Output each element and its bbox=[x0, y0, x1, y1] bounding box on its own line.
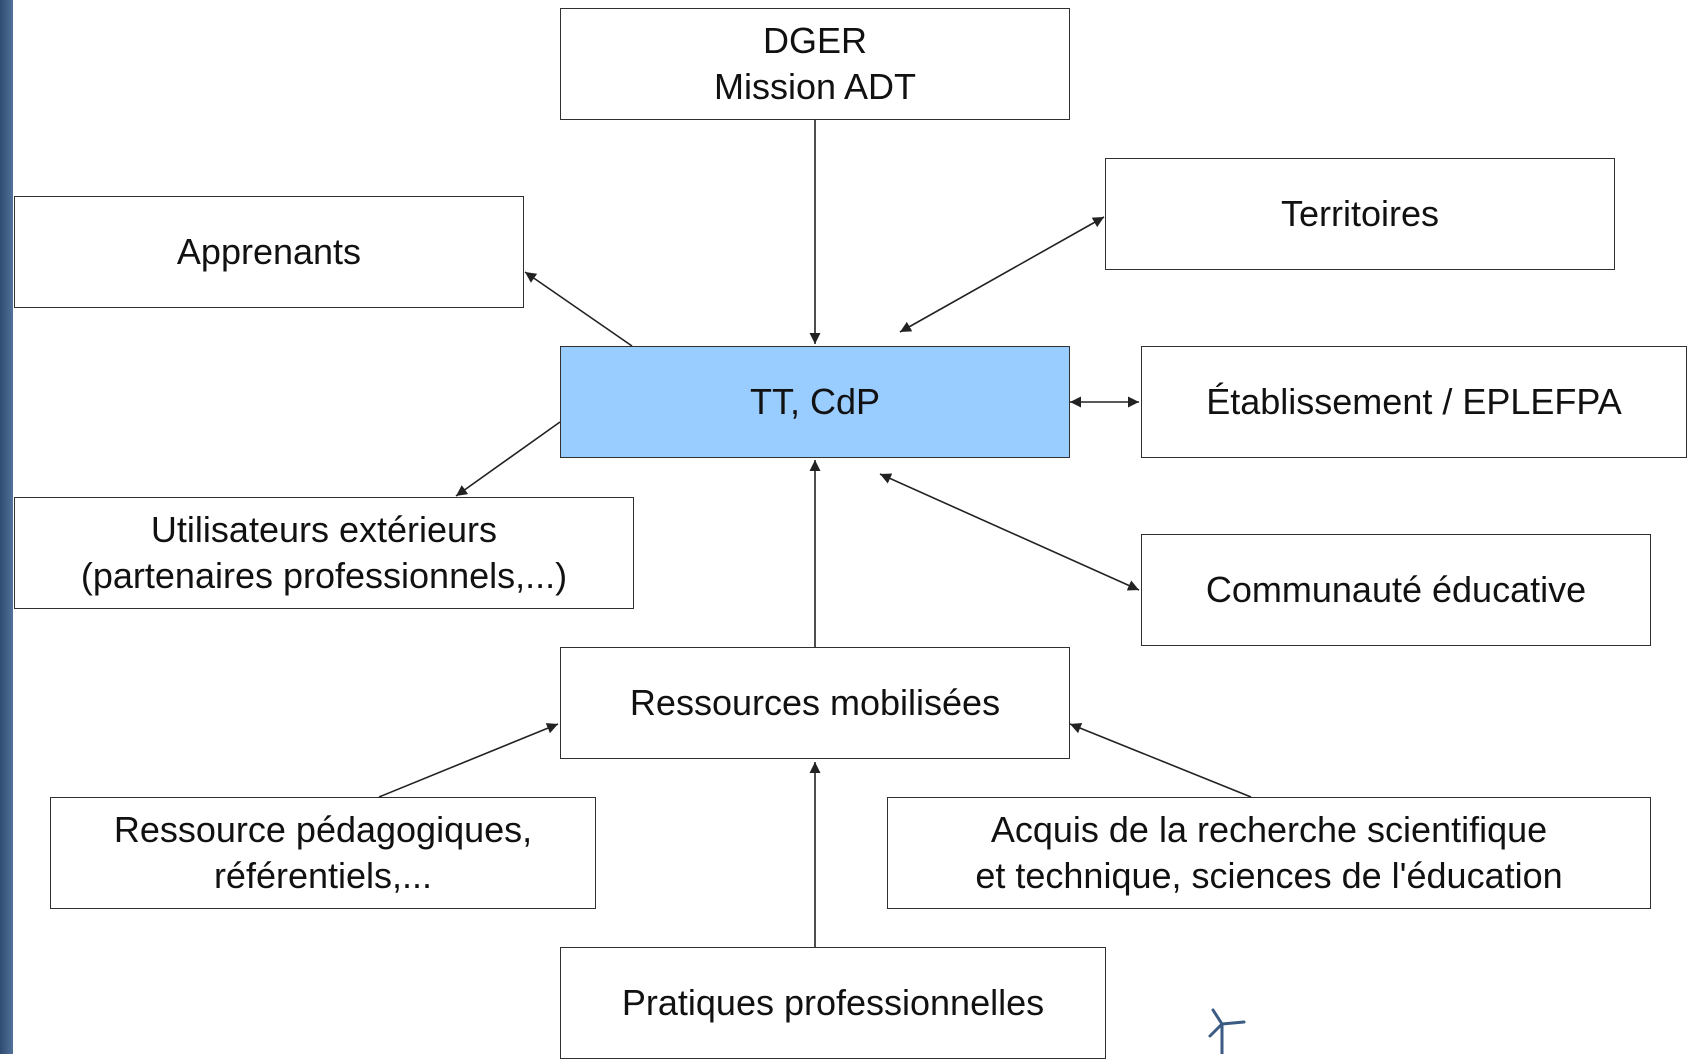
node-communaute: Communauté éducative bbox=[1141, 534, 1651, 646]
arrow-central-to-apprenants bbox=[524, 271, 633, 347]
arrow-central-territoires bbox=[899, 216, 1105, 333]
arrow-acquis-to-ressources bbox=[1069, 723, 1252, 798]
node-etablissement: Établissement / EPLEFPA bbox=[1141, 346, 1687, 458]
arrow-central-to-utilisateurs bbox=[455, 421, 561, 497]
node-utilisateurs: Utilisateurs extérieurs (partenaires pro… bbox=[14, 497, 634, 609]
wind-turbine-icon bbox=[1208, 1008, 1246, 1054]
node-central: TT, CdP bbox=[560, 346, 1070, 458]
node-dger: DGER Mission ADT bbox=[560, 8, 1070, 120]
node-pratiques: Pratiques professionnelles bbox=[560, 947, 1106, 1059]
node-apprenants: Apprenants bbox=[14, 196, 524, 308]
left-decorative-bar bbox=[0, 0, 13, 1054]
node-acquis: Acquis de la recherche scientifique et t… bbox=[887, 797, 1651, 909]
arrow-central-communaute bbox=[879, 473, 1140, 591]
node-territoires: Territoires bbox=[1105, 158, 1615, 270]
arrow-pedagogiques-to-ressources bbox=[378, 723, 559, 798]
node-ressource-pedagogiques: Ressource pédagogiques, référentiels,... bbox=[50, 797, 596, 909]
node-ressources-mobilisees: Ressources mobilisées bbox=[560, 647, 1070, 759]
